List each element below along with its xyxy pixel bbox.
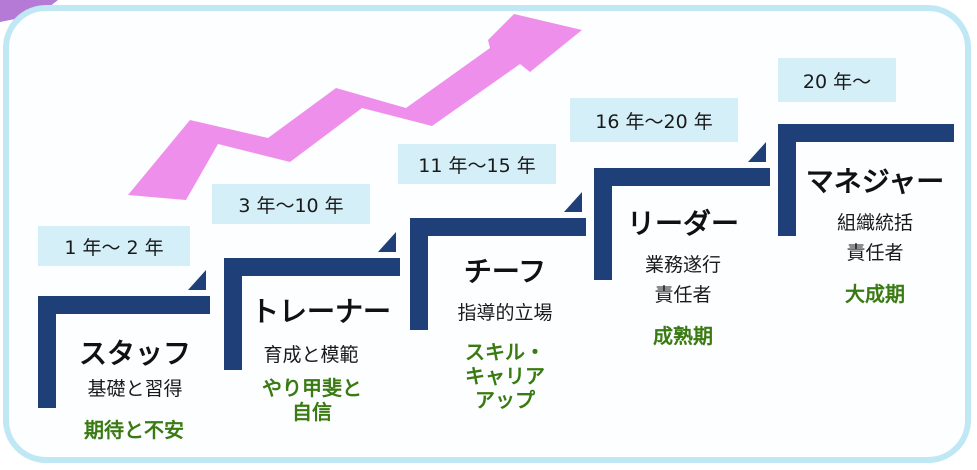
stage-5-description-line-1: 組織統括	[836, 212, 913, 234]
stage-4-years: 16 年〜20 年	[570, 98, 738, 142]
stage-3-title: チーフ	[463, 255, 547, 288]
stage-5-title: マネジャー	[805, 165, 945, 198]
stage-4-feeling: 成熟期	[653, 324, 713, 348]
step-4-notch	[748, 142, 766, 162]
step-3-bracket	[410, 218, 586, 330]
stage-5-feeling: 大成期	[845, 282, 905, 306]
stage-4-description-line-2: 責任者	[654, 284, 712, 306]
stage-2-feeling-line-1: やり甲斐と	[262, 376, 362, 400]
stage-1-title: スタッフ	[78, 337, 191, 370]
stage-3-feeling: スキル・ キャリア アップ	[436, 340, 574, 412]
stage-1-description: 基礎と習得	[87, 378, 183, 400]
step-2-notch	[378, 232, 396, 252]
stage-4-title: リーダー	[626, 207, 739, 240]
stage-3-description: 指導的立場	[457, 302, 553, 324]
stage-5-description-line-2: 責任者	[846, 242, 904, 264]
step-5-bracket	[778, 124, 954, 236]
stage-3-years: 11 年〜15 年	[398, 144, 556, 184]
stage-4-description: 業務遂行 責任者	[618, 250, 748, 310]
stage-5-description: 組織統括 責任者	[810, 208, 940, 268]
zigzag-up-arrow-icon	[128, 14, 582, 200]
step-1-notch	[188, 270, 206, 290]
step-4-bracket	[594, 168, 770, 280]
stage-2-description: 育成と模範	[263, 344, 359, 366]
step-2-bracket	[224, 258, 400, 370]
stage-4-description-line-1: 業務遂行	[644, 254, 721, 276]
stage-1-feeling: 期待と不安	[84, 418, 184, 442]
stage-2-title: トレーナー	[250, 295, 391, 328]
stage-2-feeling: やり甲斐と 自信	[242, 376, 382, 424]
stage-3-feeling-line-1: スキル・	[465, 340, 545, 364]
stage-2-feeling-line-2: 自信	[292, 400, 332, 424]
stage-5-years: 20 年〜	[778, 58, 896, 102]
step-3-notch	[564, 192, 582, 212]
stage-3-feeling-line-2: キャリア	[465, 364, 545, 388]
step-1-bracket	[38, 296, 210, 408]
stage-1-years: 1 年〜 2 年	[38, 226, 190, 266]
stage-3-feeling-line-3: アップ	[475, 388, 535, 412]
stage-2-years: 3 年〜10 年	[212, 184, 370, 224]
